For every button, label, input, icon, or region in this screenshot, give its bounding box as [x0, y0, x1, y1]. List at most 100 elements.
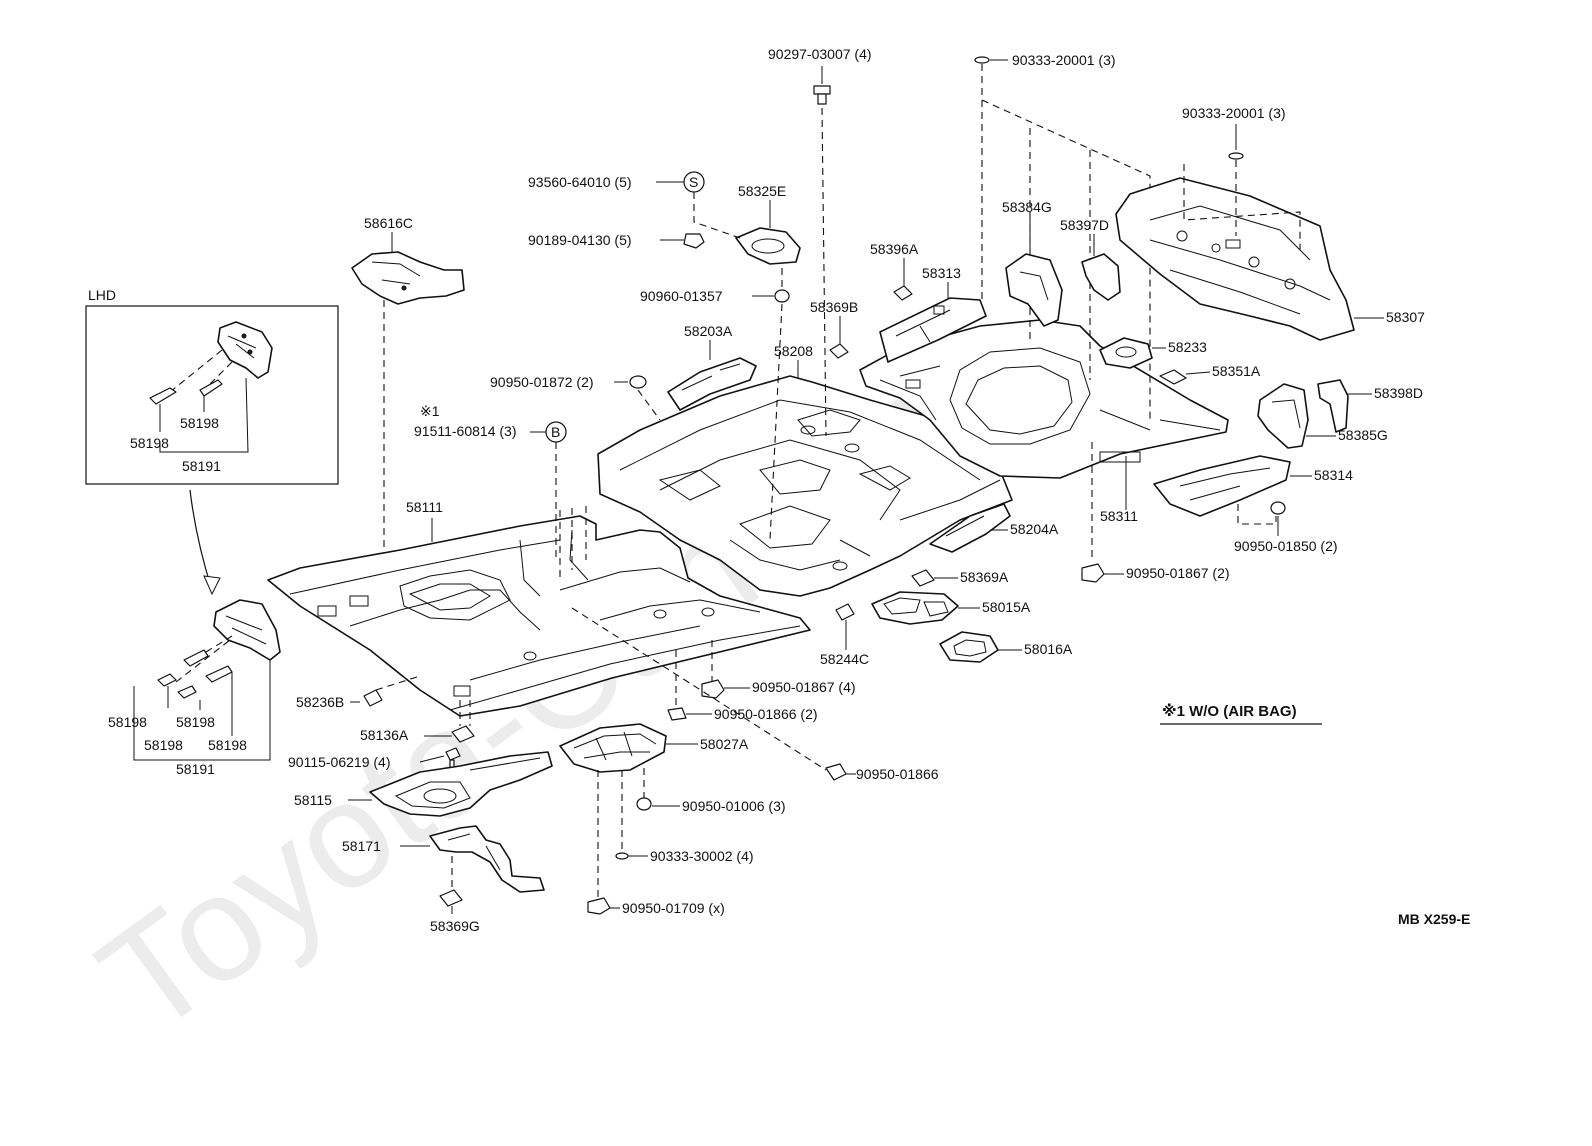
label-90333-20001-b: 90333-20001 (3)	[1182, 105, 1286, 121]
part-58313: 58313	[879, 265, 987, 363]
detail-label-58191: 58191	[176, 761, 215, 777]
b-mark-label: B	[551, 424, 560, 440]
label-58208: 58208	[774, 343, 813, 359]
label-58385g: 58385G	[1338, 427, 1388, 443]
label-58369a: 58369A	[960, 569, 1009, 585]
label-58397d: 58397D	[1060, 217, 1109, 233]
part-58311-rear-pan: 58311	[859, 319, 1229, 524]
label-58115: 58115	[294, 792, 332, 808]
part-58398d: 58398D	[1317, 379, 1423, 433]
part-58396a: 58396A	[870, 241, 919, 301]
detail-label-58198-b: 58198	[176, 714, 215, 730]
part-58314: 58314	[1153, 455, 1353, 517]
label-90115-06219: 90115-06219 (4)	[288, 754, 390, 770]
part-90950-01709: 90950-01709 (x)	[587, 770, 725, 916]
part-90950-01850: 90950-01850 (2)	[1234, 501, 1338, 554]
label-star1: ※1	[420, 403, 440, 419]
label-90189-04130: 90189-04130 (5)	[528, 232, 632, 248]
label-58016a: 58016A	[1024, 641, 1073, 657]
part-58351a: 58351A	[1159, 363, 1261, 385]
label-93560-64010: 93560-64010 (5)	[528, 174, 632, 190]
detail-label-58198-d: 58198	[208, 737, 247, 753]
label-90950-01867-b: 90950-01867 (2)	[1126, 565, 1230, 581]
part-58369b: 58369B	[810, 299, 858, 359]
label-90960-01357: 90960-01357	[640, 288, 723, 304]
label-58398d: 58398D	[1374, 385, 1423, 401]
part-58115: 58115	[294, 751, 553, 817]
part-90950-01867-b: 90950-01867 (2)	[1081, 442, 1230, 583]
part-90333-20001-b: 90333-20001 (3)	[1182, 105, 1301, 250]
arrow-head-icon	[203, 575, 221, 596]
label-58111: 58111	[406, 499, 443, 515]
part-58171: 58171	[342, 825, 545, 893]
part-90950-01866-b: 90950-01866	[571, 607, 939, 782]
label-58136a: 58136A	[360, 727, 409, 743]
part-90950-01867-a: 90950-01867 (4)	[701, 640, 856, 699]
part-90950-01866-a: 90950-01866 (2)	[667, 650, 818, 722]
lhd-label-58191: 58191	[182, 458, 221, 474]
label-58311: 58311	[1100, 508, 1138, 524]
lhd-label-58198-b: 58198	[180, 415, 219, 431]
label-90950-01867-a: 90950-01867 (4)	[752, 679, 856, 695]
part-90333-30002: 90333-30002 (4)	[615, 770, 754, 864]
label-58203a: 58203A	[684, 323, 733, 339]
lhd-title: LHD	[88, 287, 116, 303]
label-90333-20001-a: 90333-20001 (3)	[1012, 52, 1116, 68]
label-91511-60814: 91511-60814 (3)	[414, 423, 516, 439]
part-90297-03007: 90297-03007 (4)	[768, 46, 872, 437]
arrow-icon	[189, 489, 213, 591]
part-90115-06219: 90115-06219 (4)	[288, 747, 461, 771]
part-58111-front-floor: 58111	[267, 499, 811, 717]
part-58385g: 58385G	[1257, 383, 1388, 449]
label-58244c: 58244C	[820, 651, 869, 667]
part-58307-back-panel: 58307	[1115, 177, 1425, 341]
label-58616c: 58616C	[364, 215, 413, 231]
part-58016a: 58016A	[939, 631, 1073, 663]
label-58384g: 58384G	[1002, 199, 1052, 215]
label-58236b: 58236B	[296, 694, 344, 710]
label-58307: 58307	[1386, 309, 1425, 325]
part-58397d: 58397D	[1060, 217, 1121, 301]
label-58204a: 58204A	[1010, 521, 1059, 537]
part-90189-04130: 90189-04130 (5)	[528, 232, 705, 249]
label-90950-01850: 90950-01850 (2)	[1234, 538, 1338, 554]
detail-label-58198-c: 58198	[144, 737, 183, 753]
label-58369b: 58369B	[810, 299, 858, 315]
part-58208-rear-floor: 58208	[597, 343, 1013, 597]
part-58325e: 58325E	[735, 183, 801, 265]
label-58313: 58313	[922, 265, 961, 281]
part-58204a: 58204A	[929, 503, 1059, 553]
part-58369a: 58369A	[911, 569, 1009, 587]
footnote-text: ※1 W/O (AIR BAG)	[1162, 702, 1297, 720]
label-90950-01006: 90950-01006 (3)	[682, 798, 786, 814]
label-58369g: 58369G	[430, 918, 480, 934]
label-58314: 58314	[1314, 467, 1353, 483]
part-93560-64010: 93560-64010 (5) S	[528, 171, 741, 239]
part-90950-01006: 90950-01006 (3)	[636, 768, 786, 814]
label-58171: 58171	[342, 838, 381, 854]
label-58027a: 58027A	[700, 736, 749, 752]
label-58233: 58233	[1168, 339, 1207, 355]
part-58384g: 58384G	[1002, 199, 1063, 327]
label-58351a: 58351A	[1212, 363, 1261, 379]
part-90950-01872: 90950-01872 (2)	[490, 374, 661, 421]
part-58203a: 58203A	[667, 323, 757, 411]
part-58233: 58233	[1099, 337, 1207, 369]
part-58136a: 58136A	[360, 700, 475, 743]
part-90960-01357: 90960-01357	[640, 268, 790, 541]
diagram-code: MB X259-E	[1398, 911, 1470, 927]
lhd-label-58198-a: 58198	[130, 435, 169, 451]
label-58325e: 58325E	[738, 183, 786, 199]
detail-label-58198-a: 58198	[108, 714, 147, 730]
label-90950-01866-b: 90950-01866	[856, 766, 939, 782]
label-90950-01872: 90950-01872 (2)	[490, 374, 594, 390]
label-90950-01866-a: 90950-01866 (2)	[714, 706, 818, 722]
label-90333-30002: 90333-30002 (4)	[650, 848, 754, 864]
part-91511-60814: ※1 91511-60814 (3) B	[414, 403, 567, 560]
label-58396a: 58396A	[870, 241, 919, 257]
part-58244c: 58244C	[820, 603, 869, 667]
lhd-detail: 58198 58198 58198 58198 58191	[108, 599, 281, 777]
label-90297-03007: 90297-03007 (4)	[768, 46, 872, 62]
label-90950-01709: 90950-01709 (x)	[622, 900, 725, 916]
